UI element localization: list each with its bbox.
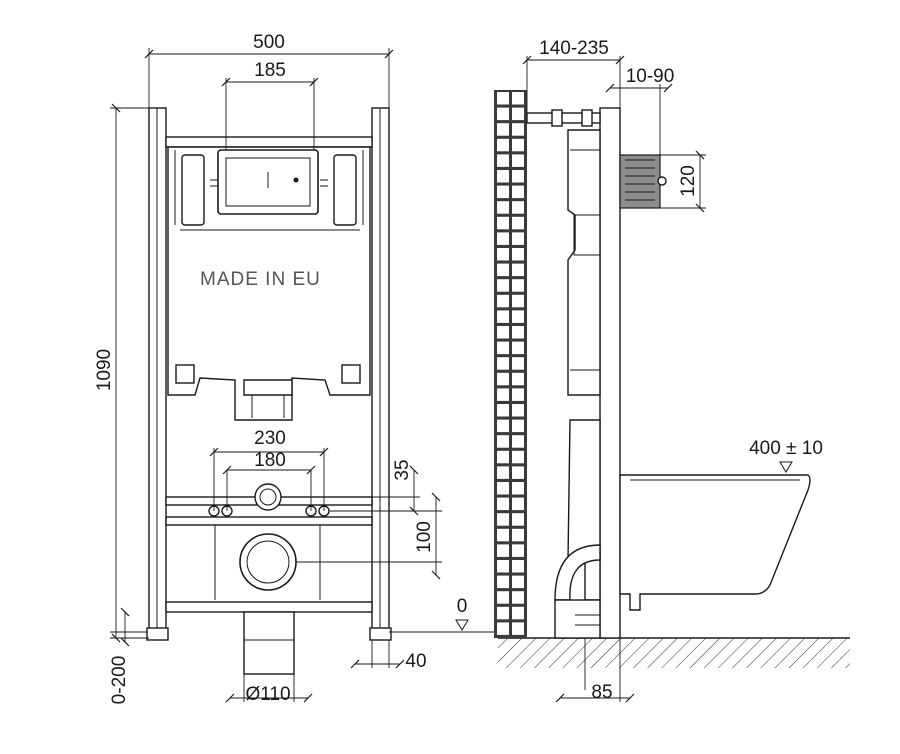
front-view: MADE IN EU 500 [94,32,442,705]
wall-anchor [526,112,601,124]
dim-drain-setback: 85 [591,682,612,703]
dim-foot-adjust: 0-200 [109,656,130,705]
dim-bolt-inner: 180 [254,450,286,471]
cistern: MADE IN EU [167,146,371,421]
dim-foot-width: 40 [405,651,426,672]
drain-elbow [554,544,601,601]
left-foot [146,627,169,641]
dim-bolt-outer: 230 [254,428,286,449]
top-bar [165,136,373,148]
made-in-label: MADE IN EU [200,269,321,290]
side-dimensions: 140-235 10-90 120 400 ± 10 85 [522,38,823,703]
dim-height-total: 1090 [94,349,115,391]
floor-slab [498,638,850,668]
dim-flush-width: 185 [254,60,286,81]
dim-floor-level: 0 [457,596,468,617]
drain-pipe [243,611,295,675]
flush-plate [619,154,661,209]
dim-bolt-to-drain: 100 [414,521,435,553]
flush-opening [217,149,319,215]
cistern-side [567,129,601,396]
dim-drain-diameter: Ø110 [245,684,290,705]
dim-wall-depth: 140-235 [539,38,609,59]
front-dimensions: 500 185 1090 230 180 35 100 [94,32,442,705]
supply-pipe [254,483,282,511]
side-frame-post [599,107,621,639]
dim-plate-height: 120 [678,165,699,197]
dim-bowl-height: 400 ± 10 [749,438,823,459]
dim-width-total: 500 [253,32,285,53]
rail-middle [165,516,373,526]
drain-outlet [239,533,297,591]
side-view: 140-235 10-90 120 400 ± 10 85 [494,38,850,703]
dim-pipe-offset: 35 [392,459,413,480]
right-foot [369,627,392,641]
dim-plate-offset: 10-90 [626,66,675,87]
toilet-bowl [619,474,811,611]
rail-lower [165,601,373,613]
tiled-wall [494,90,527,638]
